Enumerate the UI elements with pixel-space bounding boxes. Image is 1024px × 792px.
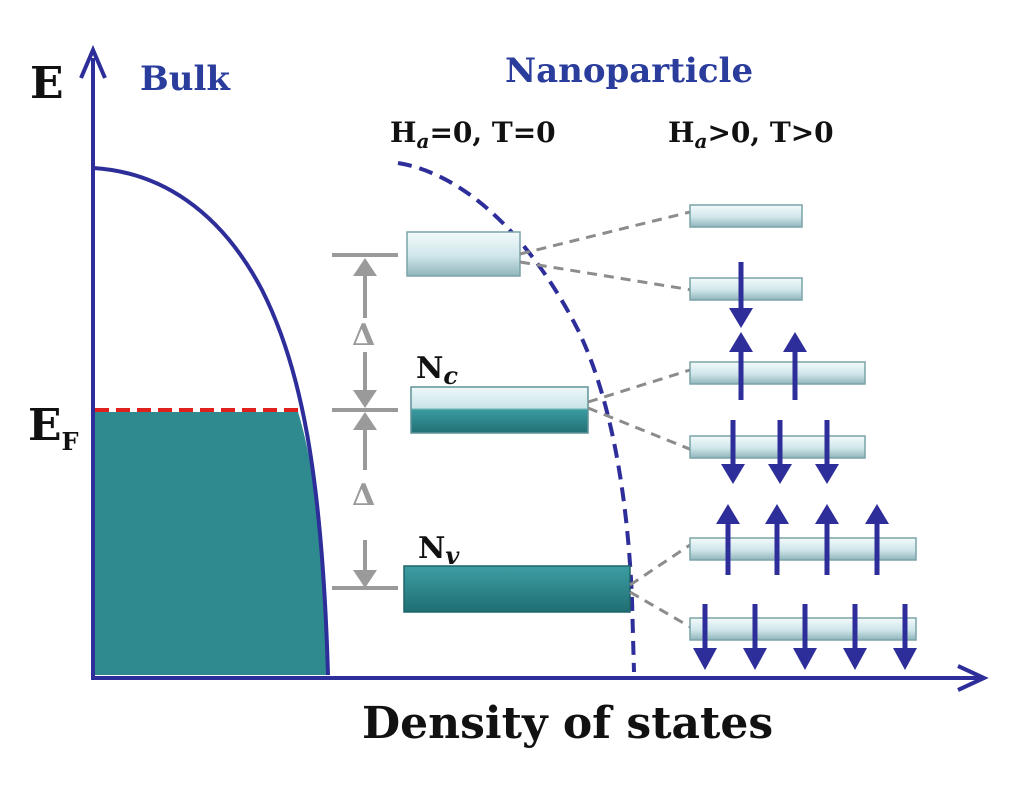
x-axis-arrowhead bbox=[957, 664, 989, 692]
empty-level-bar bbox=[406, 231, 521, 277]
spin-down-arrow bbox=[768, 420, 792, 484]
split-level-1 bbox=[689, 204, 803, 228]
spin-down-arrow bbox=[729, 262, 753, 328]
spin-down-arrow bbox=[693, 604, 717, 670]
spin-down-arrow bbox=[793, 604, 817, 670]
gap-indicator bbox=[332, 253, 398, 590]
gap-label-upper: Δ bbox=[352, 318, 375, 353]
split-level-2 bbox=[689, 277, 803, 301]
nv-level-bar bbox=[403, 565, 631, 613]
nc-level-label: Nc bbox=[416, 351, 458, 390]
split-level-3 bbox=[689, 361, 866, 385]
spin-up-arrow bbox=[765, 504, 789, 575]
bulk-title: Bulk bbox=[140, 59, 231, 99]
nanoparticle-title: Nanoparticle bbox=[505, 51, 753, 91]
bulk-filled-states bbox=[93, 412, 328, 675]
bulk-dos-curve bbox=[92, 166, 330, 676]
excited-state-condition: Ha>0, T>0 bbox=[668, 116, 834, 153]
spin-up-arrow bbox=[815, 504, 839, 575]
ground-state-condition: Ha=0, T=0 bbox=[390, 116, 556, 153]
spin-arrows bbox=[693, 262, 917, 670]
spin-up-arrow bbox=[716, 504, 740, 575]
level-splitting-connectors bbox=[519, 210, 693, 630]
split-level-5 bbox=[689, 537, 917, 561]
spin-down-arrow bbox=[721, 420, 745, 484]
spin-down-arrow bbox=[815, 420, 839, 484]
y-axis-arrowhead bbox=[79, 44, 107, 79]
spin-down-arrow bbox=[893, 604, 917, 670]
x-axis-label: Density of states bbox=[362, 698, 773, 749]
spin-up-arrow bbox=[783, 332, 807, 400]
energy-axis-label: E bbox=[30, 58, 64, 109]
spin-down-arrow bbox=[743, 604, 767, 670]
fermi-energy-label: EF bbox=[28, 400, 79, 456]
nv-level-label: Nv bbox=[418, 531, 460, 570]
fermi-energy-subscript: F bbox=[62, 427, 79, 456]
nc-level-bar bbox=[410, 386, 589, 434]
gap-label-lower: Δ bbox=[352, 478, 375, 513]
spin-down-arrow bbox=[843, 604, 867, 670]
spin-up-arrow bbox=[865, 504, 889, 575]
nanoparticle-dos-envelope bbox=[397, 161, 636, 673]
spin-up-arrow bbox=[729, 332, 753, 400]
